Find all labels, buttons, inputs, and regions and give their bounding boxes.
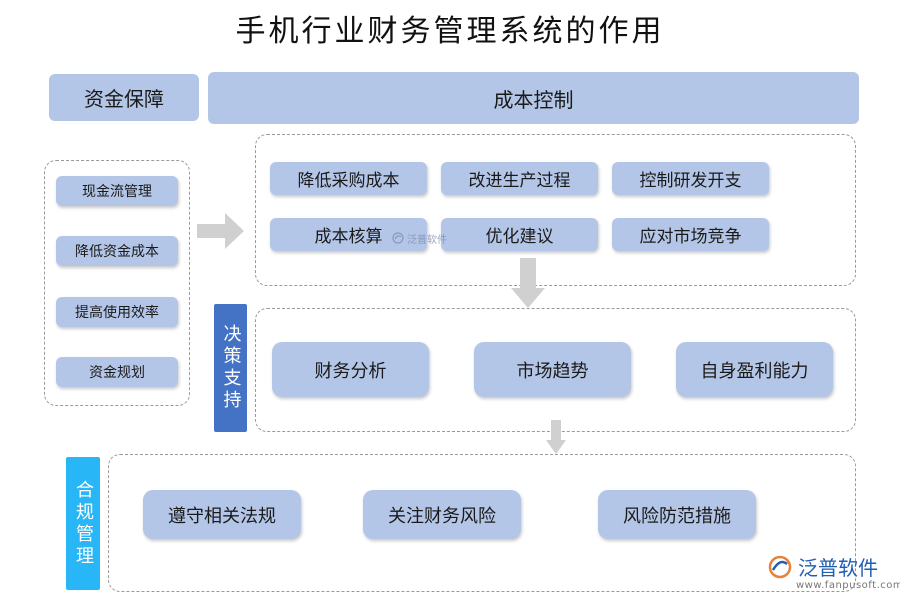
- decision-item: 自身盈利能力: [676, 342, 833, 397]
- compliance-item: 关注财务风险: [363, 490, 521, 539]
- cost-item: 成本核算: [270, 218, 427, 251]
- brand-watermark: 泛普软件 www.fanpusoft.com: [768, 552, 900, 596]
- brand-logo-icon: [768, 555, 792, 578]
- cost-item: 控制研发开支: [612, 162, 769, 195]
- cost-item: 应对市场竞争: [612, 218, 769, 251]
- brand-name: 泛普软件: [798, 556, 878, 580]
- watermark-text: 泛普软件: [407, 234, 447, 246]
- right-arrow-icon: [197, 213, 244, 249]
- cost-item: 优化建议: [441, 218, 598, 251]
- funding-item: 现金流管理: [56, 176, 178, 206]
- decision-item: 财务分析: [272, 342, 429, 397]
- funding-item: 降低资金成本: [56, 236, 178, 266]
- page-title: 手机行业财务管理系统的作用: [235, 14, 665, 49]
- decision-tag: 决策支持: [214, 304, 247, 432]
- center-watermark: 泛普软件: [392, 230, 462, 246]
- funding-header: 资金保障: [49, 74, 199, 121]
- watermark-logo-icon: [392, 232, 404, 244]
- cost-item: 改进生产过程: [441, 162, 598, 195]
- down-arrow-icon: [511, 258, 545, 308]
- cost-item: 降低采购成本: [270, 162, 427, 195]
- cost-panel: [255, 134, 856, 286]
- decision-item: 市场趋势: [474, 342, 631, 397]
- compliance-tag: 合规管理: [66, 457, 100, 590]
- down-arrow-icon: [546, 420, 566, 454]
- cost-header: 成本控制: [208, 72, 859, 124]
- funding-item: 提高使用效率: [56, 297, 178, 327]
- brand-url: www.fanpusoft.com: [796, 580, 900, 591]
- compliance-item: 风险防范措施: [598, 490, 756, 539]
- funding-item: 资金规划: [56, 357, 178, 387]
- compliance-item: 遵守相关法规: [143, 490, 301, 539]
